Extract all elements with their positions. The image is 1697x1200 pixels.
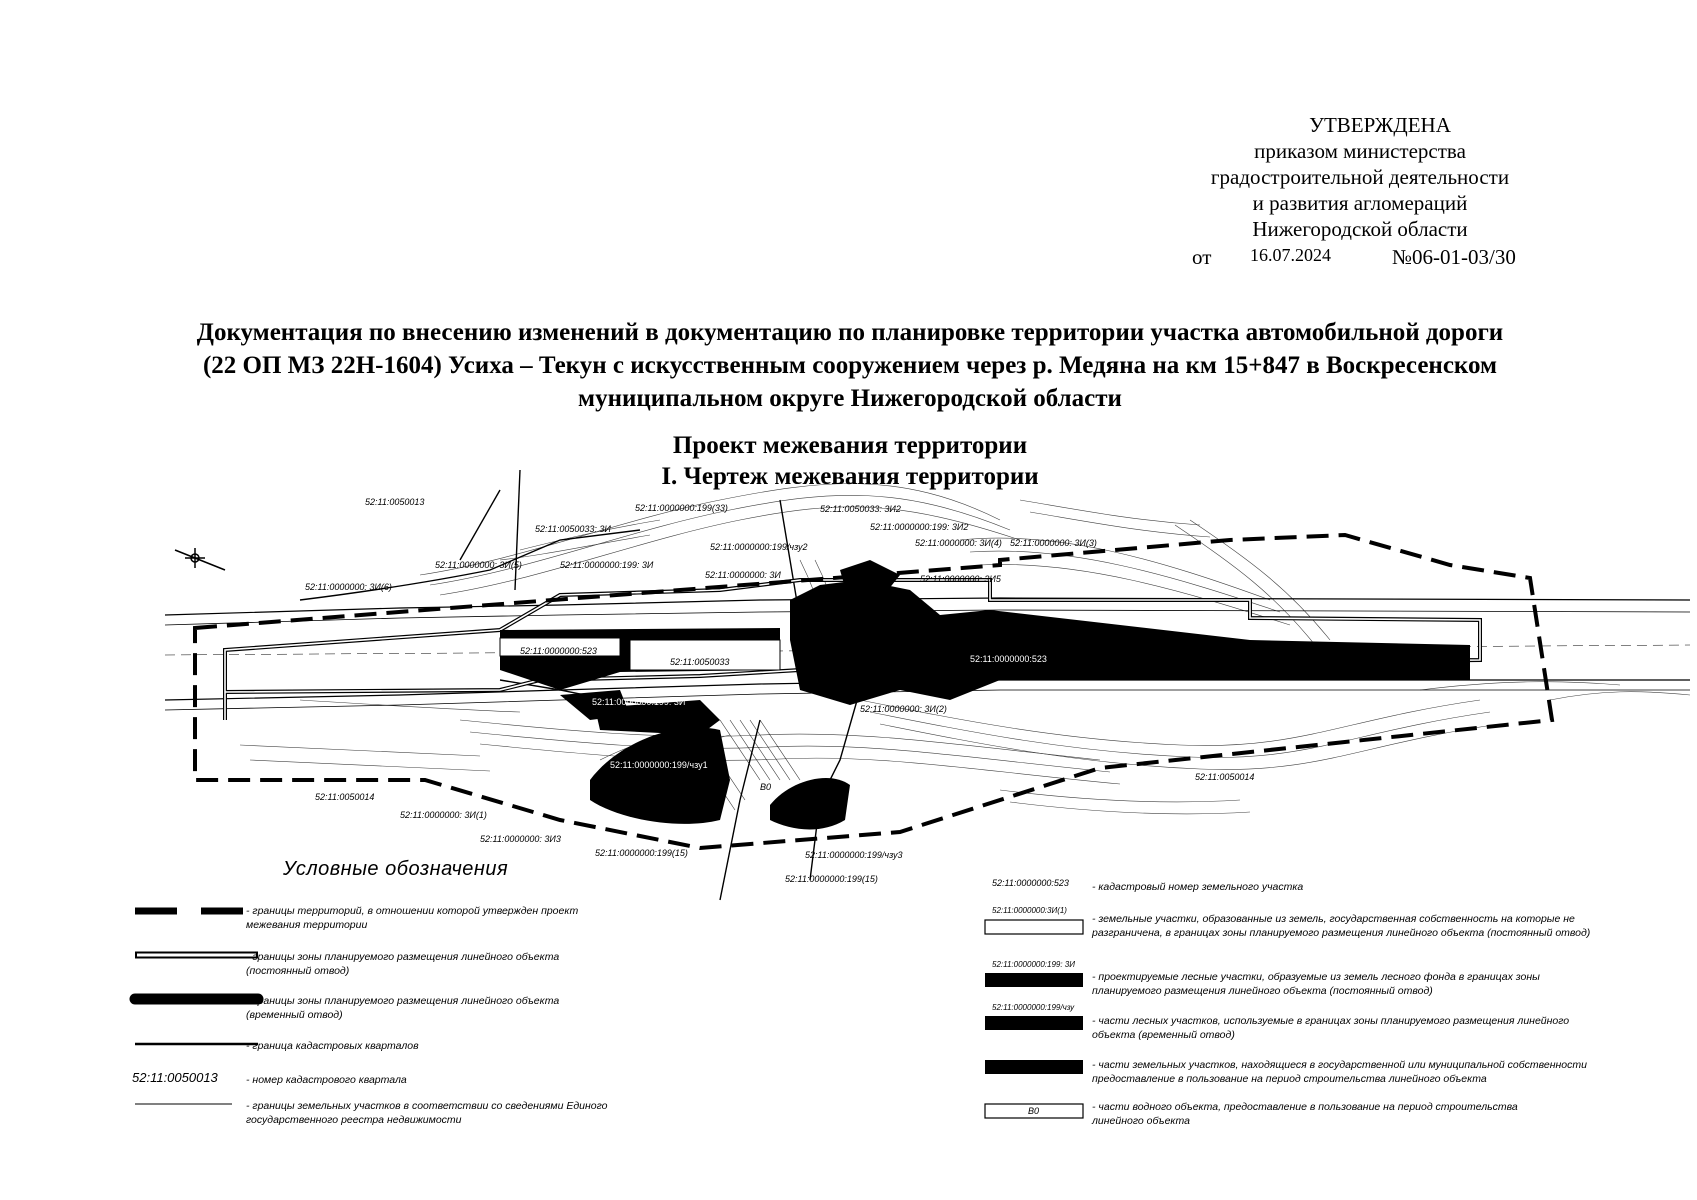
legend-swatch-forest-permanent (985, 973, 1083, 987)
quarter-boundaries (299, 469, 861, 901)
map-label: 52:11:0050014 (315, 792, 374, 802)
map-label: 52:11:0000000: 3И(1) (400, 810, 487, 820)
legend-quarter-sample: 52:11:0050013 (132, 1070, 218, 1085)
map-label: 52:11:0000000: 3И(6) (305, 582, 392, 592)
map-label: 52:11:0000000:199(15) (595, 848, 688, 858)
legend-item-forest-temporary: - части лесных участков, используемые в … (1092, 1015, 1570, 1041)
legend-title: Условные обозначения (283, 858, 509, 880)
approval-heading: УТВЕРЖДЕНА (1309, 113, 1451, 137)
map-label: 52:11:0000000:199: 3И (560, 560, 654, 570)
legend-item-parcel-boundary: - границы земельных участков в соответст… (246, 1100, 608, 1126)
legend-item-cadastral-number: - кадастровый номер земельного участка (1092, 881, 1304, 893)
approval-line-1: приказом министерства (1254, 139, 1466, 163)
legend-item-water: - части водного объекта, предоставление … (1092, 1101, 1518, 1127)
legend-item-permanent-zone: - границы зоны планируемого размещения л… (246, 951, 560, 977)
legend-tag-forest-temporary: 52:11:0000000:199/чзу (992, 1003, 1075, 1012)
map-label: 52:11:0000000: 3И3 (480, 834, 561, 844)
map-labels: 52:11:0050013 52:11:0050033: 3И 52:11:00… (305, 497, 1254, 884)
map-label: 52:11:0000000:199(33) (635, 503, 728, 513)
temporary-allotment-fills (500, 560, 1470, 830)
legend-item-quarter-boundary: - граница кадастровых кварталов (246, 1040, 419, 1052)
approval-line-2: градостроительной деятельности (1210, 165, 1510, 189)
legend-item-forest-permanent: - проектируемые лесные участки, образуем… (1092, 971, 1540, 997)
map-label: 52:11:0050013 (365, 497, 424, 507)
approval-from-label: от (1192, 245, 1212, 269)
legend-tag-water: В0 (1028, 1106, 1040, 1116)
map-label: 52:11:0000000: 3И5 (920, 574, 1002, 584)
approval-number: №06-01-03/30 (1392, 245, 1516, 269)
map-label: 52:11:0050033: 3И2 (820, 504, 901, 514)
document-title: Документация по внесению изменений в док… (80, 316, 1620, 415)
legend-tag-forest-permanent: 52:11:0000000:199: 3И (992, 960, 1075, 969)
approval-date: 16.07.2024 (1250, 245, 1331, 265)
approval-date-line: от 16.07.2024 №06-01-03/30 (1140, 244, 1540, 270)
legend-swatches-left (129, 907, 264, 1105)
legend-swatch-water (984, 1103, 1084, 1119)
map-label: 52:11:0000000: 3И(2) (860, 704, 947, 714)
subtitle-project: Проект межевания территории (672, 432, 1028, 459)
legend-item-quarter-number: - номер кадастрового квартала (246, 1074, 407, 1086)
north-arrow (174, 548, 226, 571)
approval-block: УТВЕРЖДЕНА приказом министерства градост… (1140, 112, 1540, 270)
map-label: 52:11:0000000: 3И(4) (915, 538, 1002, 548)
legend-item-state-land: - земельные участки, образованные из зем… (1092, 913, 1591, 939)
legend-tag-state-land: 52:11:0000000:3И(1) (992, 906, 1067, 915)
legend-item-temporary-zone: - границы зоны планируемого размещения л… (246, 995, 560, 1021)
legend-tag-cadastral: 52:11:0000000:523 (992, 878, 1069, 888)
map-label: 52:11:0000000:199/чзу2 (710, 542, 807, 552)
map-label: 52:11:0000000:199/чзу1 (610, 760, 708, 770)
approval-line-4: Нижегородской области (1252, 217, 1468, 241)
map-label: В0 (760, 782, 771, 792)
legend-swatch-forest-temporary (985, 1016, 1083, 1030)
map-label: 52:11:0000000:199/чзу3 (805, 850, 902, 860)
legend-swatch-state-land (984, 919, 1084, 935)
legend-item-project-boundary: - границы территорий, в отношении которо… (246, 905, 579, 931)
project-boundary (193, 532, 1555, 851)
legend-swatches-right (984, 919, 1084, 1119)
subtitle-drawing: I. Чертеж межевания территории (661, 463, 1039, 490)
legend-item-state-temporary: - части земельных участков, находящиеся … (1092, 1059, 1587, 1085)
title-line-2: (22 ОП МЗ 22Н-1604) Усиха – Текун с иску… (202, 352, 1498, 379)
title-line-3: муниципальном округе Нижегородской облас… (578, 385, 1122, 412)
map-label: 52:11:0000000:199: 3И2 (870, 522, 968, 532)
map-label: 52:11:0000000: 3И(3) (1010, 538, 1097, 548)
terrain-hatching (694, 719, 801, 811)
map-label: 52:11:0050014 (1195, 772, 1254, 782)
white-parcel-center (629, 639, 781, 671)
map-label: 52:11:0000000:523 (970, 654, 1047, 664)
map-label: 52:11:0050033: 3И (535, 524, 611, 534)
map-label: 52:11:0000000:199: 3И (592, 697, 685, 707)
approval-line-3: и развития агломераций (1252, 191, 1468, 215)
map-label: 52:11:0000000:199(15) (785, 874, 878, 884)
white-parcel-left (499, 637, 621, 657)
legend-swatch-state-temporary (985, 1060, 1083, 1074)
map-label: 52:11:0000000: 3И (705, 570, 781, 580)
map-label: 52:11:0000000:523 (520, 646, 597, 656)
map-label: 52:11:0000000: 3И(5) (435, 560, 522, 570)
title-line-1: Документация по внесению изменений в док… (196, 319, 1504, 346)
map-label: 52:11:0050033 (670, 657, 729, 667)
